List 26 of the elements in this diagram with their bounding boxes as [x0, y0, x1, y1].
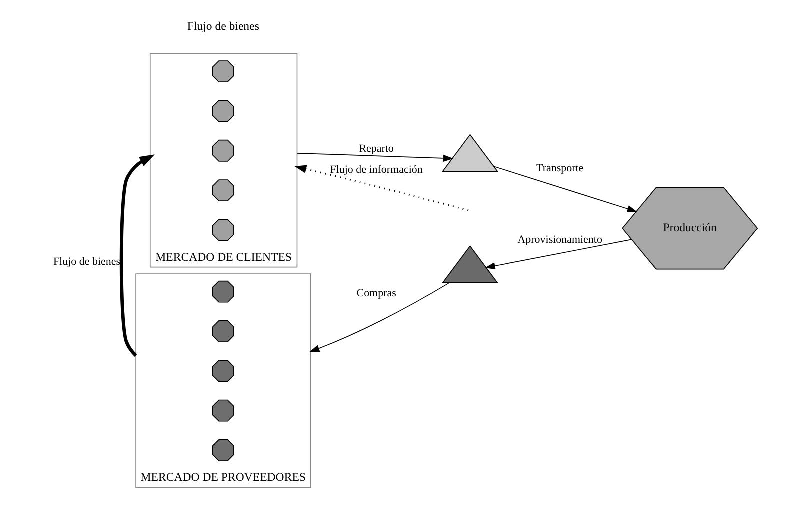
arrow [310, 282, 450, 352]
node-octagon [212, 180, 234, 202]
node-octagon [212, 360, 234, 382]
edge-label: Transporte [536, 162, 584, 174]
node-octagon [212, 60, 234, 83]
label: Flujo de bienes [187, 18, 260, 33]
edge-label: Flujo de información [330, 164, 423, 176]
arrow [120, 154, 155, 357]
arrow [296, 152, 454, 162]
arrow [494, 166, 638, 212]
node-octagon [212, 100, 234, 122]
cluster: MERCADO DE CLIENTES [150, 53, 298, 268]
node-octagon [212, 140, 234, 162]
node-octagon [212, 219, 234, 242]
edge-label: Aprovisionamiento [518, 234, 602, 246]
edge-label: Compras [356, 287, 396, 300]
edge-label: Reparto [359, 143, 394, 156]
node-octagon [212, 440, 234, 462]
edge-label: Flujo de bienes [53, 256, 120, 268]
node-octagon [212, 400, 234, 422]
cluster: MERCADO DE PROVEEDORES [136, 274, 312, 488]
node-triangle [442, 246, 498, 284]
node-octagon [212, 280, 234, 303]
arrow [485, 239, 632, 270]
arrow [294, 165, 470, 212]
node-octagon [212, 320, 234, 342]
